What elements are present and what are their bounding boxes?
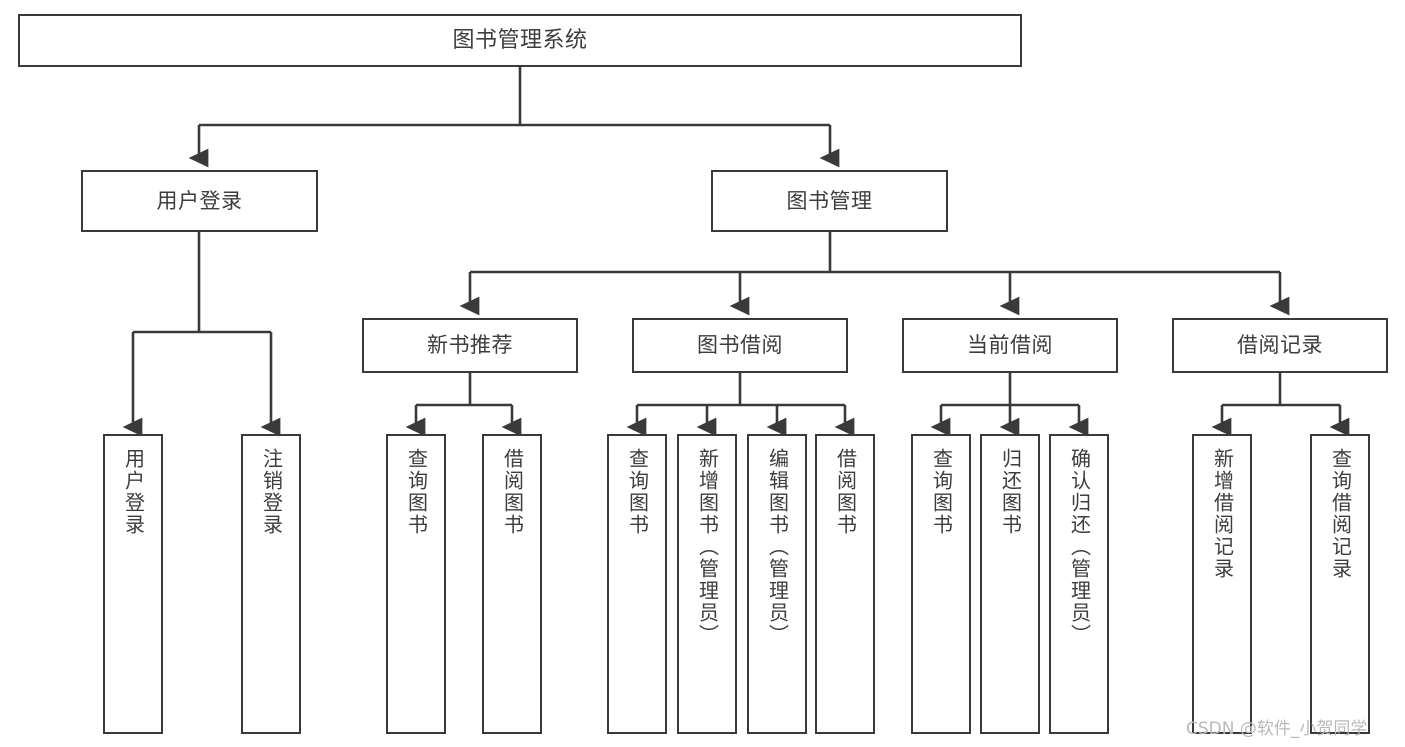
node-label: 查询图书 [404, 448, 429, 536]
node-label: 图书管理 [786, 188, 873, 213]
node-leaf-query-book-current[interactable]: 查询图书 [911, 434, 971, 734]
node-leaf-query-borrow-record[interactable]: 查询借阅记录 [1310, 434, 1370, 734]
node-leaf-query-book-recommend[interactable]: 查询图书 [386, 434, 446, 734]
node-leaf-borrow-book-recommend[interactable]: 借阅图书 [482, 434, 542, 734]
node-label: 新增图书（管理员） [695, 448, 720, 646]
node-leaf-edit-book[interactable]: 编辑图书（管理员） [747, 434, 807, 734]
node-new-book-recommend[interactable]: 新书推荐 [362, 318, 578, 373]
node-label: 借阅图书 [833, 448, 858, 536]
node-book-borrow[interactable]: 图书借阅 [632, 318, 848, 373]
node-label: 注销登录 [259, 448, 284, 536]
node-label: 用户登录 [156, 188, 243, 213]
node-label: 图书管理系统 [452, 27, 588, 53]
node-leaf-query-book-borrow[interactable]: 查询图书 [607, 434, 667, 734]
node-leaf-add-book[interactable]: 新增图书（管理员） [677, 434, 737, 734]
node-leaf-add-borrow-record[interactable]: 新增借阅记录 [1192, 434, 1252, 734]
node-label: 归还图书 [998, 448, 1023, 536]
csdn-watermark: CSDN @软件_小贺同学 [1186, 719, 1368, 739]
node-label: 新增借阅记录 [1210, 448, 1235, 580]
node-label: 借阅图书 [500, 448, 525, 536]
node-label: 查询图书 [929, 448, 954, 536]
node-label: 用户登录 [121, 448, 146, 536]
node-label: 编辑图书（管理员） [765, 448, 790, 646]
node-label: 新书推荐 [427, 333, 513, 358]
node-root-book-management-system[interactable]: 图书管理系统 [18, 14, 1022, 67]
node-leaf-confirm-return[interactable]: 确认归还（管理员） [1049, 434, 1109, 734]
node-label: 当前借阅 [967, 333, 1053, 358]
node-label: 查询图书 [625, 448, 650, 536]
node-book-manage[interactable]: 图书管理 [711, 170, 948, 232]
node-user-login[interactable]: 用户登录 [81, 170, 318, 232]
node-label: 图书借阅 [697, 333, 783, 358]
node-leaf-user-login[interactable]: 用户登录 [103, 434, 163, 734]
node-label: 确认归还（管理员） [1067, 448, 1092, 646]
node-leaf-return-book[interactable]: 归还图书 [980, 434, 1040, 734]
node-label: 借阅记录 [1237, 333, 1323, 358]
node-current-borrow[interactable]: 当前借阅 [902, 318, 1118, 373]
node-borrow-record[interactable]: 借阅记录 [1172, 318, 1388, 373]
node-leaf-logout-login[interactable]: 注销登录 [241, 434, 301, 734]
node-leaf-borrow-book[interactable]: 借阅图书 [815, 434, 875, 734]
node-label: 查询借阅记录 [1328, 448, 1353, 580]
